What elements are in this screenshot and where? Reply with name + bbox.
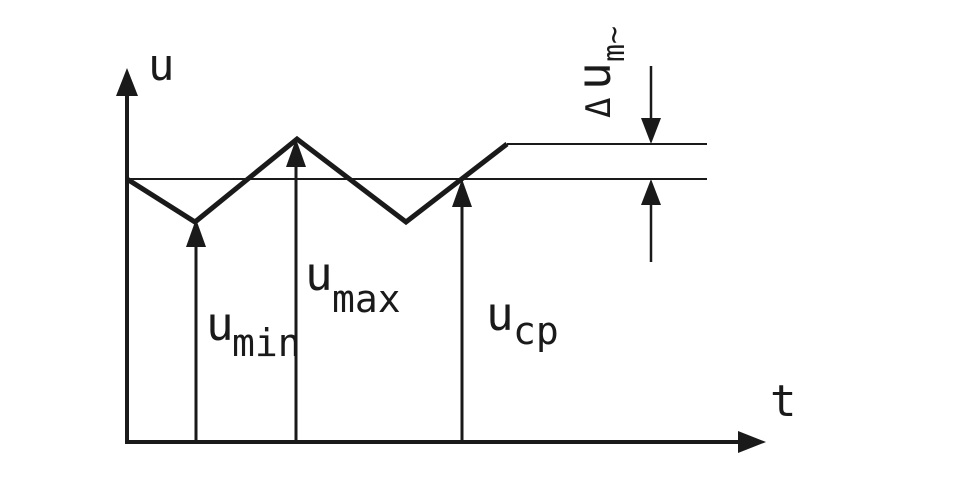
u-max-subscript: max — [332, 277, 401, 321]
u-avg-subscript: cp — [513, 309, 559, 353]
ripple-label-base: u — [567, 62, 621, 90]
ripple-label: Δ u m~ — [567, 26, 632, 118]
u-max-arrowhead — [286, 139, 306, 167]
ripple-top-arrowhead — [641, 118, 661, 144]
u-max-label: u — [305, 247, 333, 301]
u-axis-arrowhead — [116, 68, 138, 96]
u-axis-label: u — [148, 40, 175, 91]
ripple-waveform — [125, 135, 509, 226]
u-min-label: u — [206, 297, 234, 351]
u-min-arrowhead — [186, 219, 206, 247]
t-axis-arrowhead — [738, 431, 766, 453]
ripple-delta-symbol: Δ — [579, 98, 619, 118]
u-min-subscript: min — [232, 321, 301, 365]
u-avg-label: u — [486, 287, 514, 341]
t-axis-label: t — [770, 376, 797, 427]
ripple-label-subscript: m~ — [597, 26, 632, 62]
ripple-bottom-arrowhead — [641, 179, 661, 205]
u-avg-arrowhead — [452, 179, 472, 207]
